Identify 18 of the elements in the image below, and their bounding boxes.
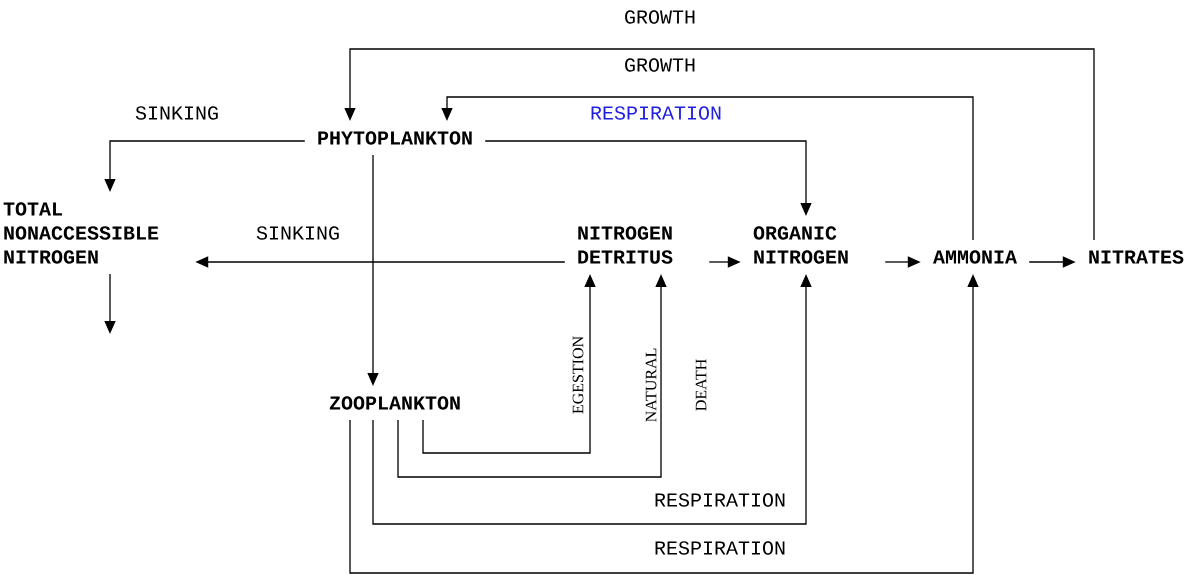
- arrow: [441, 96, 974, 241]
- edge-label: SINKING: [135, 106, 218, 120]
- process-label: ORGANIC NITROGEN: [753, 226, 848, 264]
- edge-label: EGESTION: [572, 336, 584, 414]
- edge-label: GROWTH: [625, 58, 695, 72]
- arrow: [344, 48, 1095, 241]
- process-label: PHYTOPLANKTON: [318, 131, 472, 145]
- process-label: NITROGEN DETRITUS: [578, 226, 673, 264]
- process-label: TOTAL NONACCESSIBLE NITROGEN: [3, 202, 159, 264]
- edge-label: RESPIRATION: [655, 493, 785, 507]
- edge-label: GROWTH: [625, 10, 695, 24]
- process-label: AMMONIA: [933, 250, 1017, 264]
- edge-label: RESPIRATION: [655, 541, 785, 555]
- process-label: NITRATES: [1089, 250, 1184, 264]
- edge-label: NATURAL DEATH: [645, 348, 707, 422]
- process-label: ZOOPLANKTON: [329, 396, 460, 410]
- edge-label: SINKING: [256, 226, 339, 240]
- edge-label: RESPIRATION: [591, 106, 721, 120]
